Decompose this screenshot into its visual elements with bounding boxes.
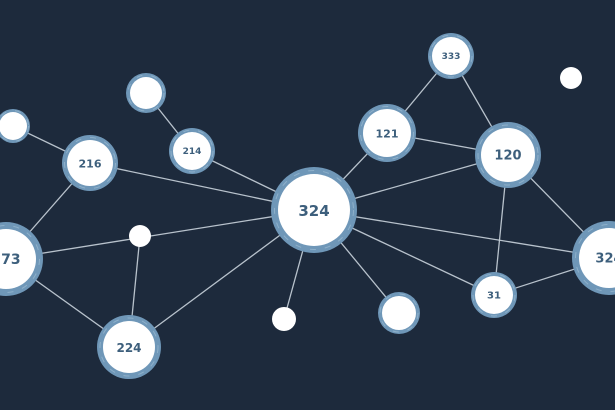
node-label: 324 (595, 252, 615, 267)
node-core (363, 109, 411, 157)
node-label: 31 (487, 291, 501, 302)
dot-node-dot_tl2[interactable] (126, 73, 166, 113)
node-label: 216 (79, 158, 102, 171)
node-ring-highlight (0, 225, 40, 293)
node-label: 333 (442, 52, 461, 62)
node-label: 121 (376, 128, 399, 141)
node-core (67, 140, 113, 186)
node-core (278, 174, 350, 246)
node-core (481, 128, 535, 182)
edge-n324-n32r (313, 209, 610, 259)
node-n333[interactable]: 333 (428, 33, 474, 79)
node-ring-highlight (575, 224, 615, 292)
node-n324[interactable]: 324 (271, 167, 357, 253)
node-core (0, 112, 27, 140)
node-core (382, 296, 416, 330)
node-core (579, 228, 615, 288)
node-core (272, 307, 296, 331)
node-n31[interactable]: 31 (471, 272, 517, 318)
node-ring-highlight (472, 273, 516, 317)
node-core (475, 276, 513, 314)
node-ring-highlight (170, 129, 214, 173)
node-n224[interactable]: 224 (97, 315, 161, 379)
dot-node-dot_tr[interactable] (560, 67, 582, 89)
node-ring-highlight (429, 34, 473, 78)
node-ring-highlight (477, 124, 539, 186)
node-n373[interactable]: 373 (0, 222, 43, 296)
node-core (103, 321, 155, 373)
node-ring-highlight (274, 170, 354, 250)
node-ring-highlight (360, 106, 414, 160)
node-label: 373 (0, 252, 21, 268)
dot-node-dot_mid[interactable] (129, 225, 151, 247)
node-ring-highlight (379, 293, 419, 333)
node-n216[interactable]: 216 (62, 135, 118, 191)
node-core (130, 77, 162, 109)
dot-node-dot_tl1[interactable] (0, 109, 30, 143)
node-label: 324 (298, 202, 329, 220)
node-n32r[interactable]: 324 (572, 221, 615, 295)
node-label: 214 (183, 147, 202, 157)
edge-n324-n373 (5, 209, 315, 260)
node-core (560, 67, 582, 89)
node-ring-highlight (0, 110, 29, 142)
node-core (173, 132, 211, 170)
node-core (432, 37, 470, 75)
node-layer: 324 120 121 333 216 214 373 224 31 324 (0, 33, 615, 379)
node-ring-highlight (127, 74, 165, 112)
node-core (129, 225, 151, 247)
node-ring-highlight (64, 137, 116, 189)
node-n214[interactable]: 214 (169, 128, 215, 174)
node-label: 120 (494, 149, 521, 164)
node-core (0, 229, 36, 289)
dot-node-dot_bottom[interactable] (272, 307, 296, 331)
node-n121[interactable]: 121 (358, 104, 416, 162)
node-ring-highlight (99, 317, 159, 377)
node-n120[interactable]: 120 (475, 122, 541, 188)
dot-node-dot_ringbottom[interactable] (378, 292, 420, 334)
node-label: 224 (116, 341, 141, 355)
